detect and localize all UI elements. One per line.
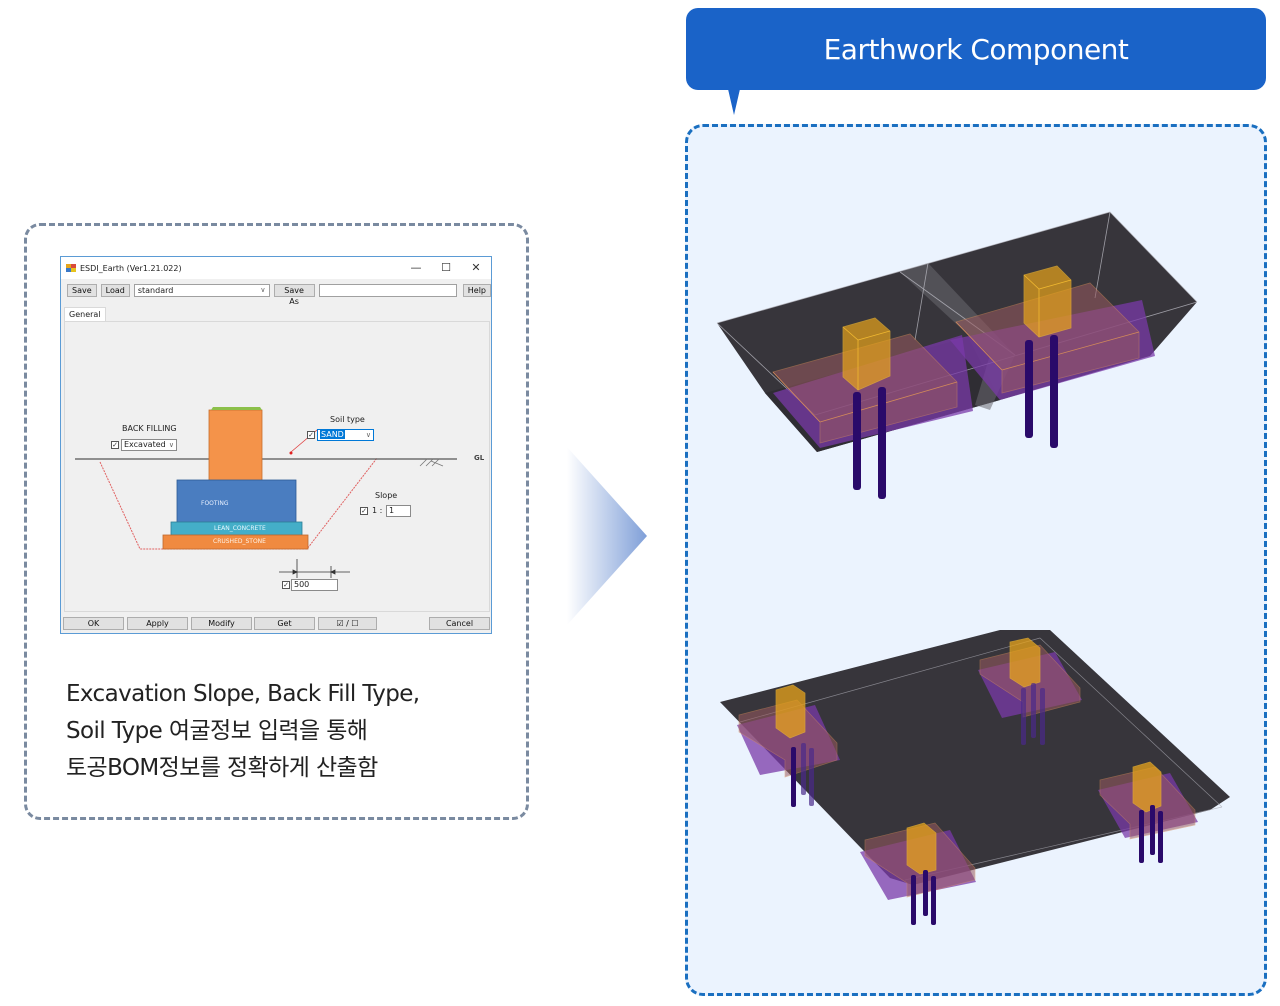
pile: [809, 748, 814, 806]
right-arrow-icon: [567, 447, 647, 625]
dialog-title: ESDI_Earth (Ver1.21.022): [80, 263, 182, 273]
close-button[interactable]: ✕: [471, 261, 481, 274]
footing-group: [860, 822, 976, 925]
column: [842, 317, 891, 391]
slope-label: Slope: [375, 491, 398, 500]
maximize-button[interactable]: ☐: [441, 261, 451, 274]
column: [1023, 265, 1072, 338]
chevron-down-icon: ∨: [365, 431, 371, 439]
description-line: Soil Type 여굴정보 입력을 통해: [66, 718, 368, 744]
footing-group: [772, 317, 973, 499]
pedestal-cap: [211, 407, 262, 410]
load-button[interactable]: Load: [100, 283, 130, 297]
dialog-toolbar: Save Load standard ∨ Save As Help: [61, 279, 491, 306]
pile: [878, 387, 886, 499]
slope-checkbox[interactable]: ✓: [360, 507, 368, 515]
excavation-pit: [720, 630, 1230, 885]
dialog-title-bar: ESDI_Earth (Ver1.21.022) — ☐ ✕: [61, 257, 491, 279]
slope-prefix: 1 :: [372, 506, 383, 515]
preset-select[interactable]: standard ∨: [133, 283, 270, 297]
description-line: Excavation Slope, Back Fill Type,: [66, 681, 420, 707]
pile: [801, 743, 806, 795]
footing-group: [1098, 761, 1198, 863]
save-as-name-input[interactable]: [318, 283, 457, 297]
column: [1132, 761, 1162, 813]
earthwork-component-header: Earthwork Component: [686, 8, 1266, 90]
pile: [1031, 683, 1036, 738]
soil-type-select[interactable]: SAND ∨: [317, 429, 374, 441]
model-two-footing-excavation: [716, 211, 1198, 499]
minimize-button[interactable]: —: [410, 261, 422, 274]
column: [775, 684, 806, 739]
footing-group: [978, 637, 1082, 745]
crushed-stone-block: [162, 534, 309, 550]
chevron-down-icon: ∨: [260, 285, 266, 294]
header-bubble-tail: [728, 89, 740, 115]
chevron-down-icon: ∨: [168, 441, 174, 449]
tab-strip: General: [64, 307, 106, 321]
pile: [1025, 340, 1033, 438]
ground-hatch-icon: [419, 458, 444, 467]
soil-type-value: SAND: [320, 430, 345, 439]
back-filling-checkbox[interactable]: ✓: [111, 441, 119, 449]
excavation-diagram: [75, 407, 457, 578]
save-button[interactable]: Save: [67, 283, 97, 297]
pile: [1150, 805, 1155, 855]
width-input[interactable]: 500: [291, 579, 338, 591]
esdi-earth-dialog: ESDI_Earth (Ver1.21.022) — ☐ ✕ Save Load…: [60, 256, 492, 634]
description-text: Excavation Slope, Back Fill Type, Soil T…: [66, 676, 506, 787]
apply-button[interactable]: Apply: [127, 617, 188, 630]
soil-type-label: Soil type: [330, 415, 365, 424]
width-dimension: [279, 559, 350, 578]
back-filling-select[interactable]: Excavated ∨: [121, 439, 177, 451]
pile: [853, 392, 861, 490]
slope-input[interactable]: 1: [386, 505, 411, 517]
pile: [931, 876, 936, 925]
footing-label: FOOTING: [201, 500, 229, 507]
modify-button[interactable]: Modify: [191, 617, 252, 630]
width-checkbox[interactable]: ✓: [282, 581, 290, 589]
gl-label: GL: [474, 454, 485, 462]
column: [906, 822, 937, 875]
pile: [1139, 810, 1144, 863]
header-title: Earthwork Component: [823, 32, 1129, 66]
back-filling-label: BACK FILLING: [122, 424, 177, 433]
footing-block: [176, 479, 297, 524]
pile: [1158, 811, 1163, 863]
cancel-button[interactable]: Cancel: [429, 617, 490, 630]
pedestal: [208, 409, 263, 483]
back-filling-value: Excavated: [124, 440, 166, 449]
pile: [1050, 335, 1058, 448]
crushed-stone-label: CRUSHED_STONE: [213, 538, 266, 545]
soil-type-checkbox[interactable]: ✓: [307, 431, 315, 439]
help-button[interactable]: Help: [462, 283, 491, 297]
pile: [791, 747, 796, 807]
pile: [911, 875, 916, 925]
lean-concrete-label: LEAN_CONCRETE: [214, 525, 266, 532]
model-four-footing-excavation: [720, 630, 1230, 925]
toggle-check-button[interactable]: ☑ / ☐: [318, 617, 377, 630]
column: [1009, 637, 1041, 688]
description-line: 토공BOM정보를 정확하게 산출함: [66, 755, 378, 781]
footing-group: [950, 265, 1155, 448]
pile: [923, 870, 928, 916]
general-tab-page: BACK FILLING ✓ Excavated ∨ Soil type ✓ S…: [64, 321, 490, 612]
get-button[interactable]: Get: [254, 617, 315, 630]
ok-button[interactable]: OK: [63, 617, 124, 630]
pile: [1040, 688, 1045, 745]
save-as-button[interactable]: Save As: [273, 283, 315, 306]
pile: [1021, 688, 1026, 745]
footing-group: [737, 684, 840, 807]
tab-general[interactable]: General: [64, 307, 106, 321]
preset-value: standard: [137, 285, 174, 295]
app-icon: [66, 263, 76, 273]
dialog-button-bar: OK Apply Modify Get ☑ / ☐ Cancel: [63, 617, 490, 630]
